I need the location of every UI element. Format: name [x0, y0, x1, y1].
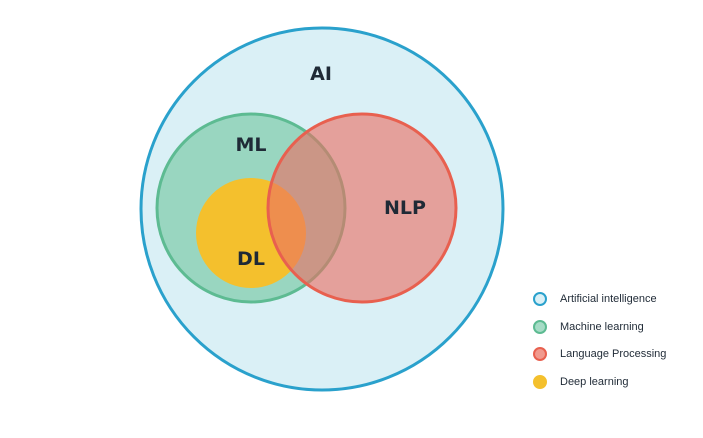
dl-label: DL [237, 248, 265, 270]
legend-item-label: Machine learning [560, 320, 644, 333]
legend-swatch [533, 319, 547, 334]
legend-item-artificial-intelligence: Artificial intelligence [533, 290, 666, 308]
legend-item-label: Deep learning [560, 375, 629, 388]
nlp-circle [266, 112, 458, 304]
legend-swatch [533, 292, 547, 306]
legend-item-deep-learning: Deep learning [533, 373, 666, 391]
legend-item-language-processing: Language Processing [533, 345, 666, 363]
ml-label: ML [235, 134, 266, 156]
ai-label: AI [310, 63, 332, 85]
legend-item-label: Artificial intelligence [560, 293, 657, 305]
legend-item-machine-learning: Machine learning [533, 318, 666, 336]
legend-swatch [533, 347, 547, 361]
legend: Artificial intelligence Machine learning… [533, 290, 666, 400]
nlp-label: NLP [384, 197, 426, 219]
legend-swatch [533, 374, 547, 389]
legend-item-label: Language Processing [560, 348, 667, 360]
